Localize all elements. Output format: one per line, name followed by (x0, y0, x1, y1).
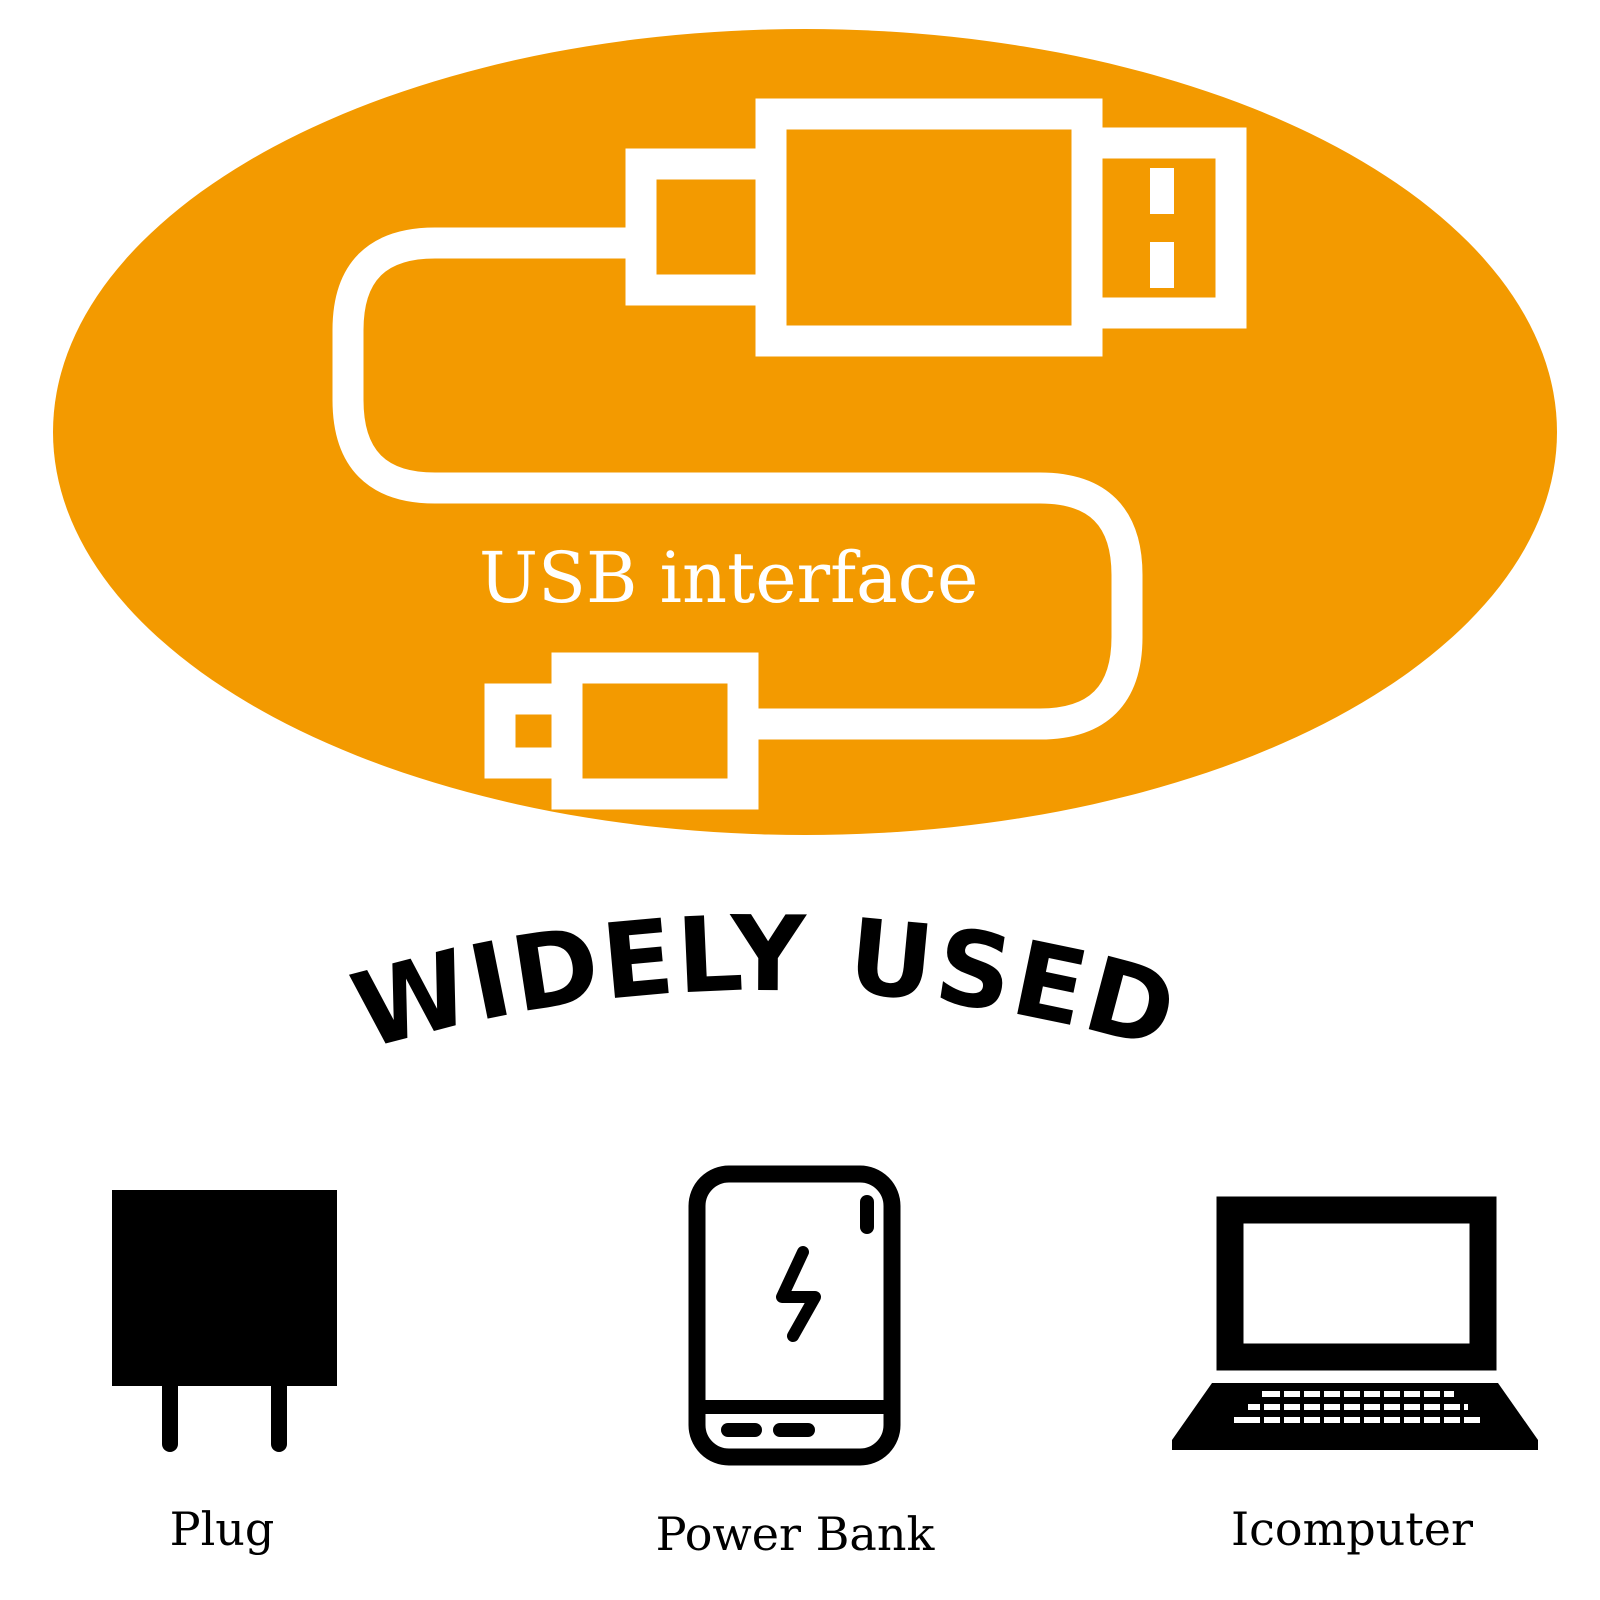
computer-label: Icomputer (1231, 1502, 1473, 1556)
plug-icon (112, 1190, 337, 1452)
usb-contact-slots (1150, 168, 1174, 288)
power-bank-icon (688, 1165, 901, 1466)
plug-label: Plug (170, 1502, 275, 1556)
keyboard-keys (1234, 1391, 1480, 1423)
laptop-icon (1172, 1196, 1538, 1450)
keyboard-key-gaps (1260, 1388, 1464, 1426)
widely-used-text: WIDELY USED (341, 893, 1188, 1074)
lightning-bolt-icon (776, 1246, 821, 1342)
widely-used-heading: WIDELY USED (341, 893, 1190, 1074)
usb-banner: USB interface (53, 29, 1557, 835)
usb-cable-icon (332, 98, 1247, 810)
usb-interface-label: USB interface (479, 537, 978, 619)
power-bank-label: Power Bank (656, 1507, 936, 1561)
